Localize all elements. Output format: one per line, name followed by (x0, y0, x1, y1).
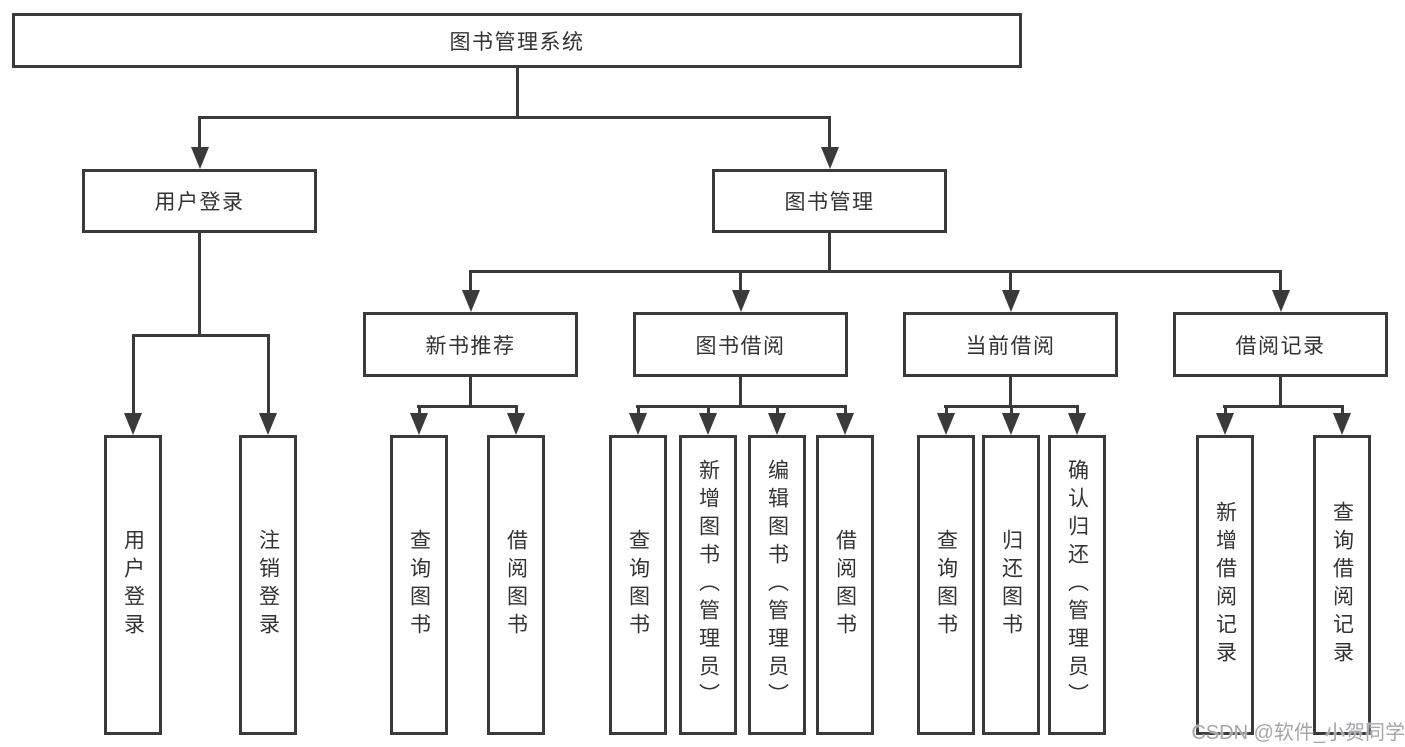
connector-root-stem (516, 68, 519, 116)
arrowhead-down-icon (1272, 290, 1290, 312)
leaf-logout: 注销登录 (239, 435, 297, 735)
arrowhead-down-icon (1002, 290, 1020, 312)
connector-user-group-bar (132, 334, 270, 337)
connector-user-login-stem (198, 233, 201, 334)
leaf-return-books: 归还图书 (982, 435, 1040, 735)
leaf-query-books-current-label: 查询图书 (934, 529, 958, 641)
leaf-borrow-books-recommend-label: 借阅图书 (504, 529, 528, 641)
node-borrowing-records: 借阅记录 (1173, 312, 1388, 377)
node-library-system-label: 图书管理系统 (449, 30, 585, 54)
arrowhead-down-icon (732, 290, 750, 312)
arrowhead-down-icon (836, 413, 854, 435)
connector-records-group-bar (1223, 405, 1344, 408)
connector-login-leaf-arrow-stem (132, 334, 135, 413)
leaf-add-book-admin-label: 新增图书（管理员） (696, 459, 720, 711)
arrowhead-down-icon (1068, 413, 1086, 435)
leaf-query-books-borrowing-label: 查询图书 (626, 529, 650, 641)
arrowhead-down-icon (1002, 413, 1020, 435)
connector-leaf-arrow-stem (945, 405, 948, 413)
arrowhead-down-icon (410, 413, 428, 435)
arrowhead-down-icon (1216, 413, 1234, 435)
leaf-confirm-return-admin: 确认归还（管理员） (1048, 435, 1106, 735)
connector-recommend-group-bar (417, 405, 518, 408)
leaf-logout-label: 注销登录 (256, 529, 280, 641)
leaf-edit-book-admin: 编辑图书（管理员） (748, 435, 806, 735)
connector-records-stem (1279, 377, 1282, 405)
arrowhead-down-icon (1333, 413, 1351, 435)
node-book-borrowing: 图书借阅 (633, 312, 848, 377)
connector-leaf-arrow-stem (844, 405, 847, 413)
arrowhead-down-icon (191, 147, 209, 169)
arrowhead-down-icon (937, 413, 955, 435)
connector-book-mgmt-arrow-stem (828, 116, 831, 147)
node-user-login-label: 用户登录 (154, 191, 245, 214)
node-library-system: 图书管理系统 (12, 13, 1022, 68)
watermark: CSDN @软件_小贺同学 (1191, 722, 1405, 744)
arrowhead-down-icon (768, 413, 786, 435)
leaf-borrow-books-borrowing-label: 借阅图书 (833, 529, 857, 641)
leaf-add-borrow-record-label: 新增借阅记录 (1213, 501, 1237, 669)
connector-leaf-arrow-stem (515, 405, 518, 413)
node-user-login: 用户登录 (82, 169, 317, 233)
node-current-borrowing: 当前借阅 (903, 312, 1118, 377)
leaf-query-books-recommend: 查询图书 (390, 435, 448, 735)
connector-leaf-arrow-stem (1076, 405, 1079, 413)
node-book-management-label: 图书管理 (784, 191, 875, 214)
node-current-borrowing-label: 当前借阅 (965, 334, 1056, 358)
connector-user-login-arrow-stem (198, 116, 201, 147)
connector-leaf-arrow-stem (418, 405, 421, 413)
connector-book-mgmt-stem (828, 233, 831, 270)
connector-borrowing-group-bar (636, 405, 847, 408)
leaf-query-books-borrowing: 查询图书 (609, 435, 667, 735)
leaf-edit-book-admin-label: 编辑图书（管理员） (765, 459, 789, 711)
connector-leaf-arrow-stem (1010, 405, 1013, 413)
connector-leaf-arrow-stem (707, 405, 710, 413)
connector-recommend-stem (469, 377, 472, 405)
leaf-query-books-current: 查询图书 (917, 435, 975, 735)
connector-leaf-arrow-stem (637, 405, 640, 413)
node-new-book-recommend-label: 新书推荐 (425, 334, 516, 358)
connector-records-arrow-stem (1279, 270, 1282, 290)
node-new-book-recommend: 新书推荐 (363, 312, 578, 377)
leaf-add-borrow-record: 新增借阅记录 (1196, 435, 1254, 735)
leaf-query-borrow-record-label: 查询借阅记录 (1330, 501, 1354, 669)
connector-recommend-arrow-stem (469, 270, 472, 290)
node-book-management: 图书管理 (712, 169, 947, 233)
arrowhead-down-icon (507, 413, 525, 435)
connector-current-stem (1009, 377, 1012, 405)
connector-logout-leaf-arrow-stem (267, 334, 270, 413)
arrowhead-down-icon (699, 413, 717, 435)
connector-current-arrow-stem (1009, 270, 1012, 290)
arrowhead-down-icon (821, 147, 839, 169)
leaf-add-book-admin: 新增图书（管理员） (679, 435, 737, 735)
leaf-user-login: 用户登录 (104, 435, 162, 735)
leaf-query-books-recommend-label: 查询图书 (407, 529, 431, 641)
leaf-borrow-books-recommend: 借阅图书 (487, 435, 545, 735)
arrowhead-down-icon (259, 413, 277, 435)
arrowhead-down-icon (629, 413, 647, 435)
connector-level1-bar (198, 116, 831, 119)
leaf-borrow-books-borrowing: 借阅图书 (816, 435, 874, 735)
connector-leaf-arrow-stem (776, 405, 779, 413)
connector-leaf-arrow-stem (1224, 405, 1227, 413)
arrowhead-down-icon (124, 413, 142, 435)
node-book-borrowing-label: 图书借阅 (695, 334, 786, 358)
leaf-confirm-return-admin-label: 确认归还（管理员） (1065, 459, 1089, 711)
leaf-return-books-label: 归还图书 (999, 529, 1023, 641)
connector-level3-bar (469, 270, 1282, 273)
leaf-user-login-label: 用户登录 (121, 529, 145, 641)
leaf-query-borrow-record: 查询借阅记录 (1313, 435, 1371, 735)
connector-borrowing-arrow-stem (739, 270, 742, 290)
connector-leaf-arrow-stem (1341, 405, 1344, 413)
node-borrowing-records-label: 借阅记录 (1235, 334, 1326, 358)
connector-borrowing-stem (739, 377, 742, 405)
arrowhead-down-icon (462, 290, 480, 312)
